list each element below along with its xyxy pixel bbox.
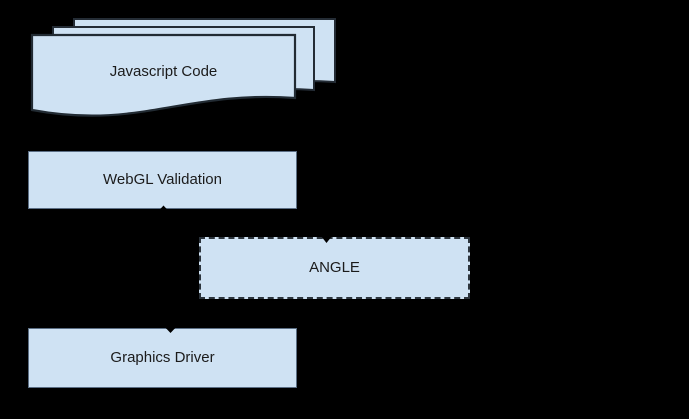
angle-node: ANGLE bbox=[199, 237, 470, 299]
javascript-code-label: Javascript Code bbox=[109, 63, 218, 80]
webgl-validation-label: WebGL Validation bbox=[103, 171, 222, 188]
graphics-driver-label: Graphics Driver bbox=[110, 349, 215, 366]
javascript-code-node: Javascript Code bbox=[32, 59, 295, 85]
webgl-validation-node: WebGL Validation bbox=[28, 151, 297, 209]
graphics-driver-node: Graphics Driver bbox=[28, 328, 297, 388]
angle-label: ANGLE bbox=[309, 259, 360, 276]
